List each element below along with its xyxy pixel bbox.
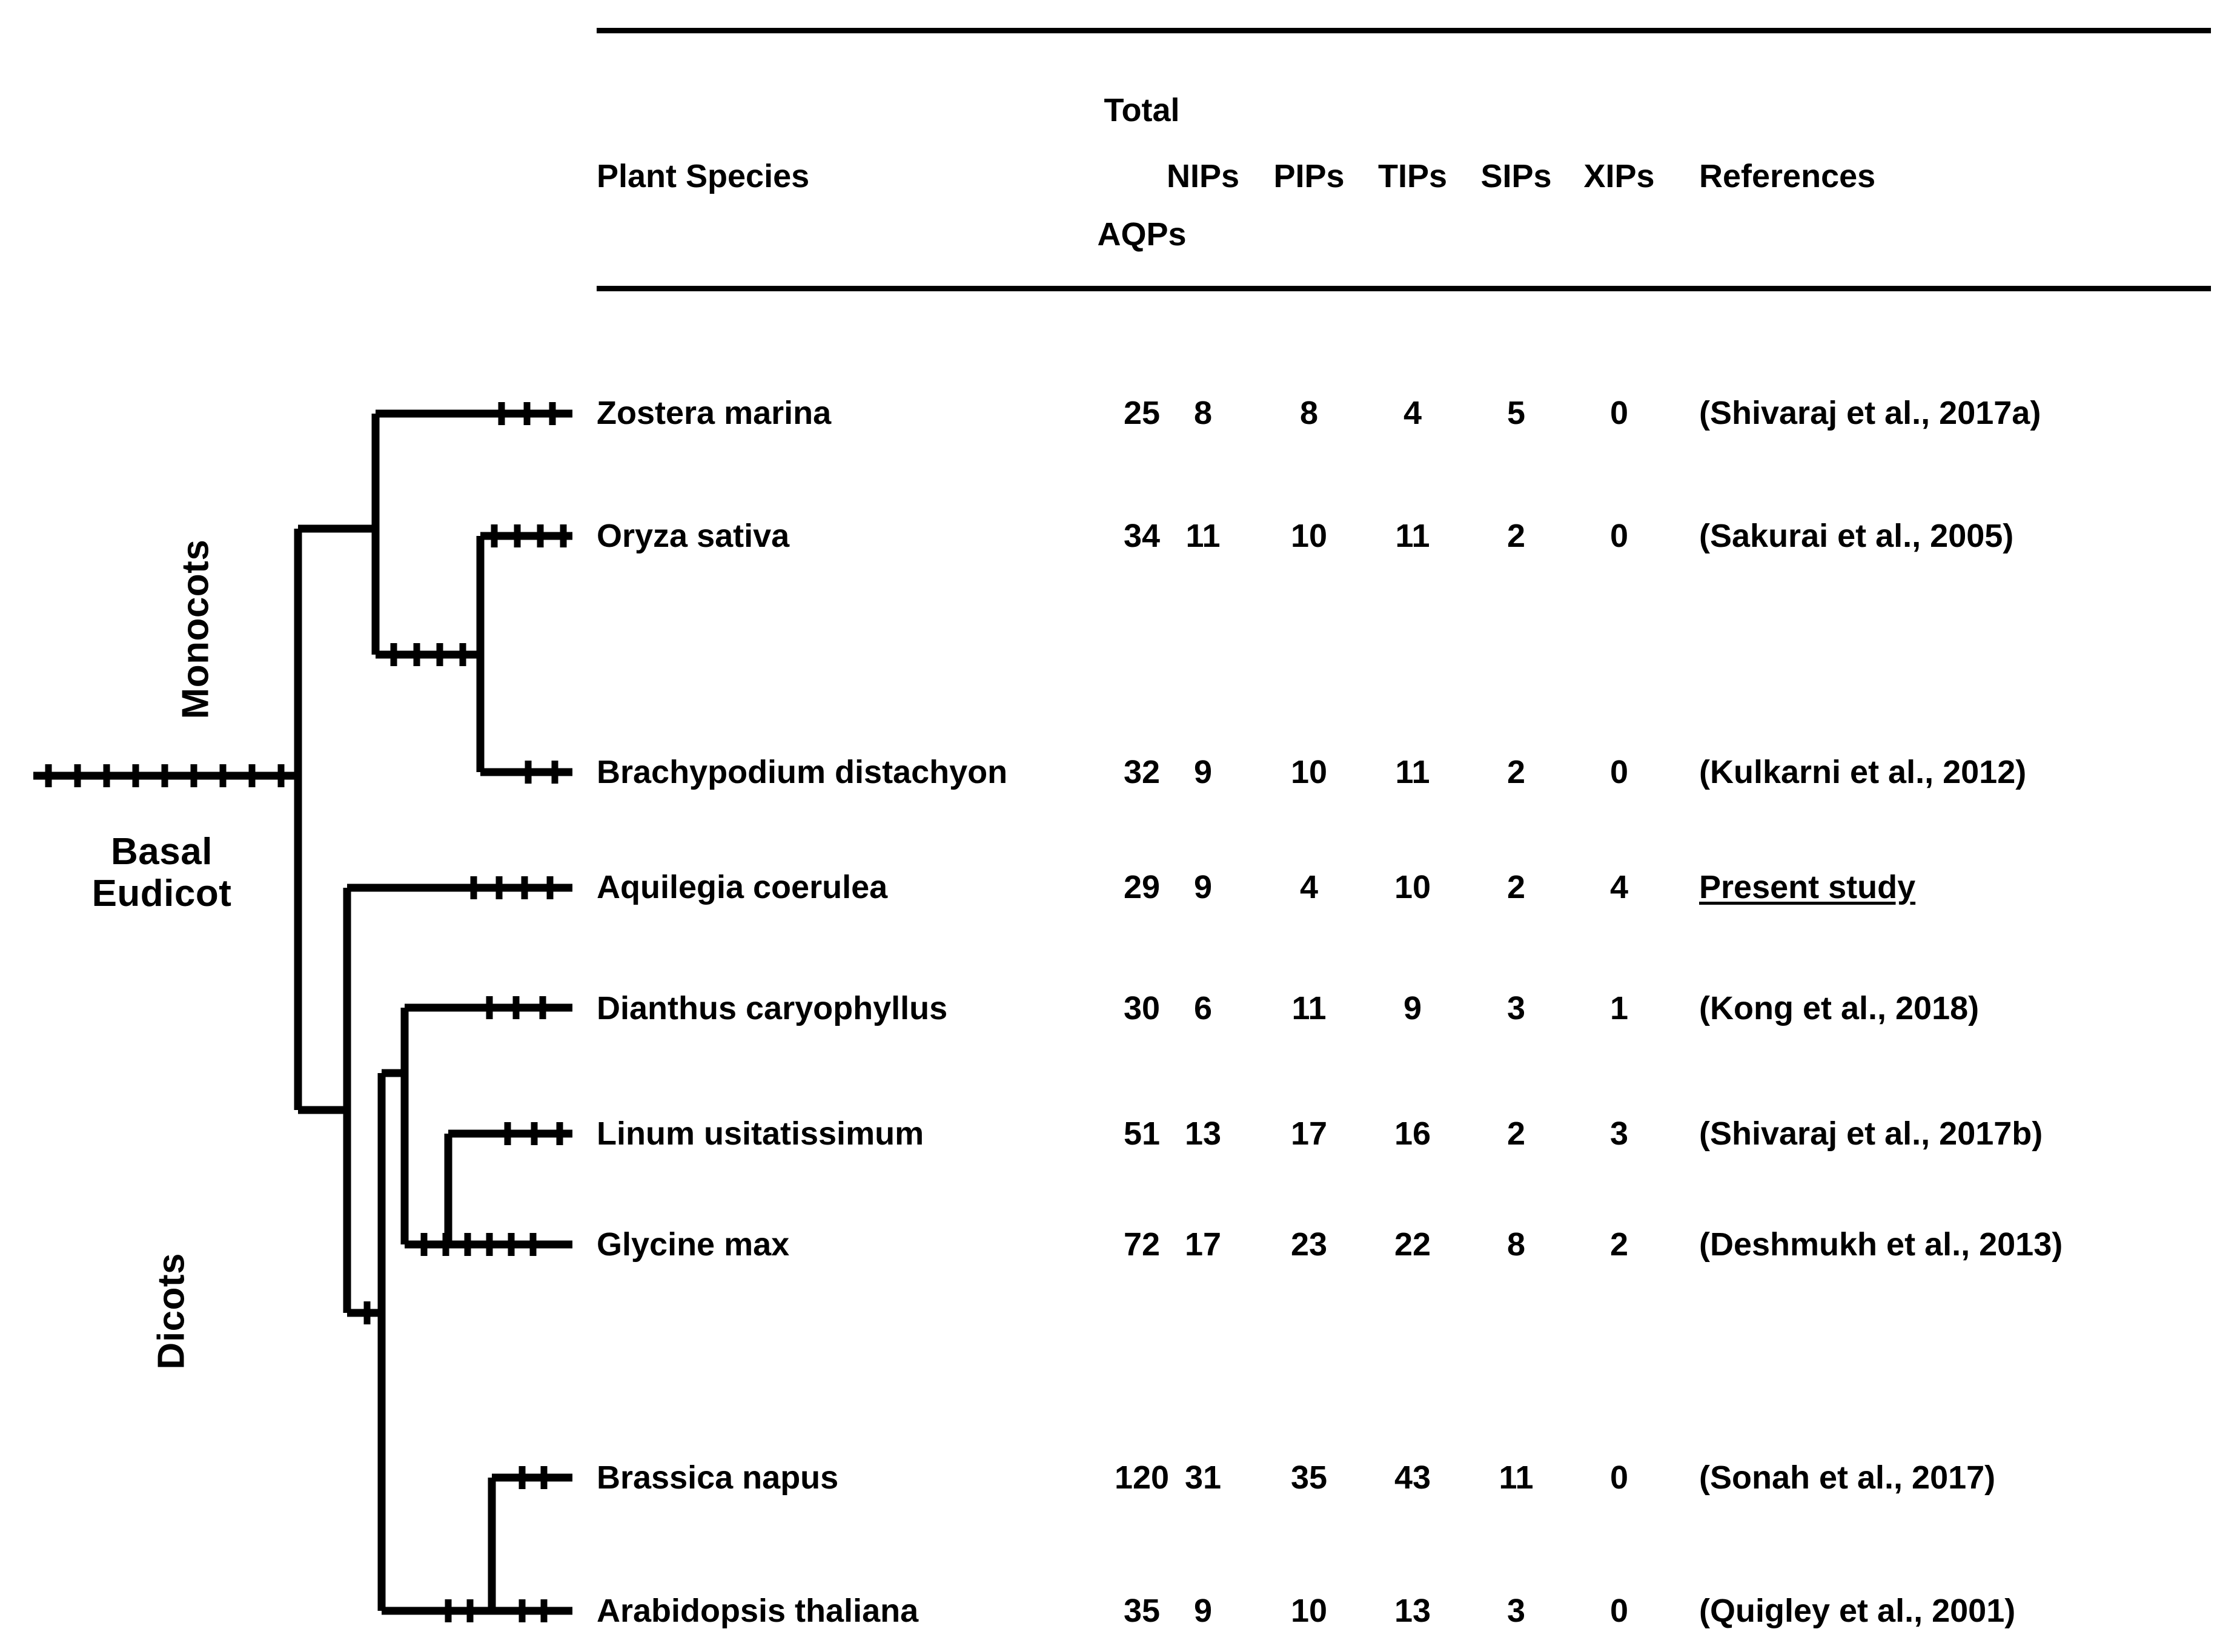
cell-reference: (Kong et al., 2018) <box>1699 990 1980 1026</box>
cell-species: Zostera marina <box>597 395 832 431</box>
column-header-references: References <box>1699 158 1876 194</box>
cell-species: Arabidopsis thaliana <box>597 1593 919 1629</box>
cell-nips: 11 <box>1185 518 1221 554</box>
column-header-tips: TIPs <box>1377 158 1448 194</box>
cell-xips: 0 <box>1609 1459 1629 1496</box>
cell-total-aqps: 120 <box>1114 1459 1170 1496</box>
cell-tips: 11 <box>1395 754 1430 790</box>
cell-sips: 11 <box>1499 1459 1534 1496</box>
cell-reference: (Shivaraj et al., 2017b) <box>1699 1115 2043 1152</box>
cell-nips: 9 <box>1193 869 1213 905</box>
branch-tick-marks <box>45 402 567 1622</box>
cell-xips: 3 <box>1609 1115 1629 1152</box>
clade-label-dicots: Dicots <box>150 1252 193 1370</box>
cell-sips: 3 <box>1506 990 1526 1026</box>
cell-pips: 10 <box>1290 754 1328 790</box>
cell-nips: 8 <box>1193 395 1213 431</box>
cell-tips: 11 <box>1395 518 1430 554</box>
cell-total-aqps: 25 <box>1123 395 1161 431</box>
column-header-sips: SIPs <box>1480 158 1552 194</box>
cell-species: Linum usitatissimum <box>597 1115 924 1152</box>
column-header-species: Plant Species <box>597 158 810 194</box>
cell-sips: 3 <box>1506 1593 1526 1629</box>
cell-nips: 6 <box>1193 990 1213 1026</box>
cell-total-aqps: 35 <box>1123 1593 1161 1629</box>
column-header-total-line2: AQPs <box>1097 216 1187 253</box>
cell-tips: 43 <box>1394 1459 1431 1496</box>
cell-xips: 2 <box>1609 1226 1629 1263</box>
cell-pips: 10 <box>1290 1593 1328 1629</box>
cell-sips: 2 <box>1506 1115 1526 1152</box>
cell-reference: (Sonah et al., 2017) <box>1699 1459 1996 1496</box>
cell-pips: 17 <box>1290 1115 1328 1152</box>
cell-reference: (Deshmukh et al., 2013) <box>1699 1226 2063 1263</box>
cell-tips: 13 <box>1394 1593 1431 1629</box>
cell-sips: 2 <box>1506 518 1526 554</box>
table-top-rule <box>597 28 2211 33</box>
cell-nips: 17 <box>1184 1226 1222 1263</box>
cell-xips: 0 <box>1609 395 1629 431</box>
phylogenetic-tree-panel: Monocots Dicots Basal Eudicot <box>0 0 597 1652</box>
table-header-rule <box>597 286 2211 291</box>
cell-reference: (Kulkarni et al., 2012) <box>1699 754 2027 790</box>
cell-tips: 10 <box>1394 869 1431 905</box>
column-header-pips: PIPs <box>1273 158 1345 194</box>
phylogenetic-tree <box>33 402 572 1622</box>
cell-reference: Present study <box>1699 869 1916 905</box>
cell-pips: 8 <box>1299 395 1319 431</box>
cell-nips: 9 <box>1193 1593 1213 1629</box>
clade-label-monocots: Monocots <box>174 539 217 719</box>
cell-total-aqps: 29 <box>1123 869 1161 905</box>
cell-total-aqps: 51 <box>1123 1115 1161 1152</box>
cell-species: Dianthus caryophyllus <box>597 990 948 1026</box>
cell-tips: 9 <box>1403 990 1422 1026</box>
cell-xips: 1 <box>1609 990 1629 1026</box>
cell-total-aqps: 30 <box>1123 990 1161 1026</box>
clade-label-basal-eudicot-line2: Eudicot <box>91 873 232 915</box>
species-aquaporin-table: Plant Species Total AQPs NIPs PIPs TIPs … <box>597 0 2217 1652</box>
cell-tips: 16 <box>1394 1115 1431 1152</box>
cell-sips: 2 <box>1506 754 1526 790</box>
clade-label-basal-eudicot: Basal Eudicot <box>68 831 256 915</box>
cell-pips: 11 <box>1291 990 1327 1026</box>
cell-pips: 35 <box>1290 1459 1328 1496</box>
cell-nips: 13 <box>1184 1115 1222 1152</box>
cell-xips: 0 <box>1609 754 1629 790</box>
cell-pips: 4 <box>1299 869 1319 905</box>
cell-xips: 0 <box>1609 518 1629 554</box>
cell-species: Brachypodium distachyon <box>597 754 1008 790</box>
cell-species: Glycine max <box>597 1226 790 1263</box>
cell-total-aqps: 72 <box>1123 1226 1161 1263</box>
cell-total-aqps: 34 <box>1123 518 1161 554</box>
clade-label-basal-eudicot-line1: Basal <box>111 831 213 873</box>
cell-reference: (Shivaraj et al., 2017a) <box>1699 395 2041 431</box>
cell-species: Oryza sativa <box>597 518 790 554</box>
cell-sips: 2 <box>1506 869 1526 905</box>
cell-total-aqps: 32 <box>1123 754 1161 790</box>
column-header-xips: XIPs <box>1583 158 1655 194</box>
cell-xips: 4 <box>1609 869 1629 905</box>
column-header-total-line1: Total <box>1104 92 1180 128</box>
cell-species: Brassica napus <box>597 1459 839 1496</box>
cell-reference: (Quigley et al., 2001) <box>1699 1593 2016 1629</box>
cell-nips: 31 <box>1184 1459 1222 1496</box>
cell-sips: 5 <box>1506 395 1526 431</box>
cell-tips: 4 <box>1403 395 1422 431</box>
cell-sips: 8 <box>1506 1226 1526 1263</box>
cell-species: Aquilegia coerulea <box>597 869 888 905</box>
cell-pips: 23 <box>1290 1226 1328 1263</box>
cell-tips: 22 <box>1394 1226 1431 1263</box>
cell-reference: (Sakurai et al., 2005) <box>1699 518 2014 554</box>
cell-xips: 0 <box>1609 1593 1629 1629</box>
cell-nips: 9 <box>1193 754 1213 790</box>
cell-pips: 10 <box>1290 518 1328 554</box>
column-header-nips: NIPs <box>1166 158 1240 194</box>
